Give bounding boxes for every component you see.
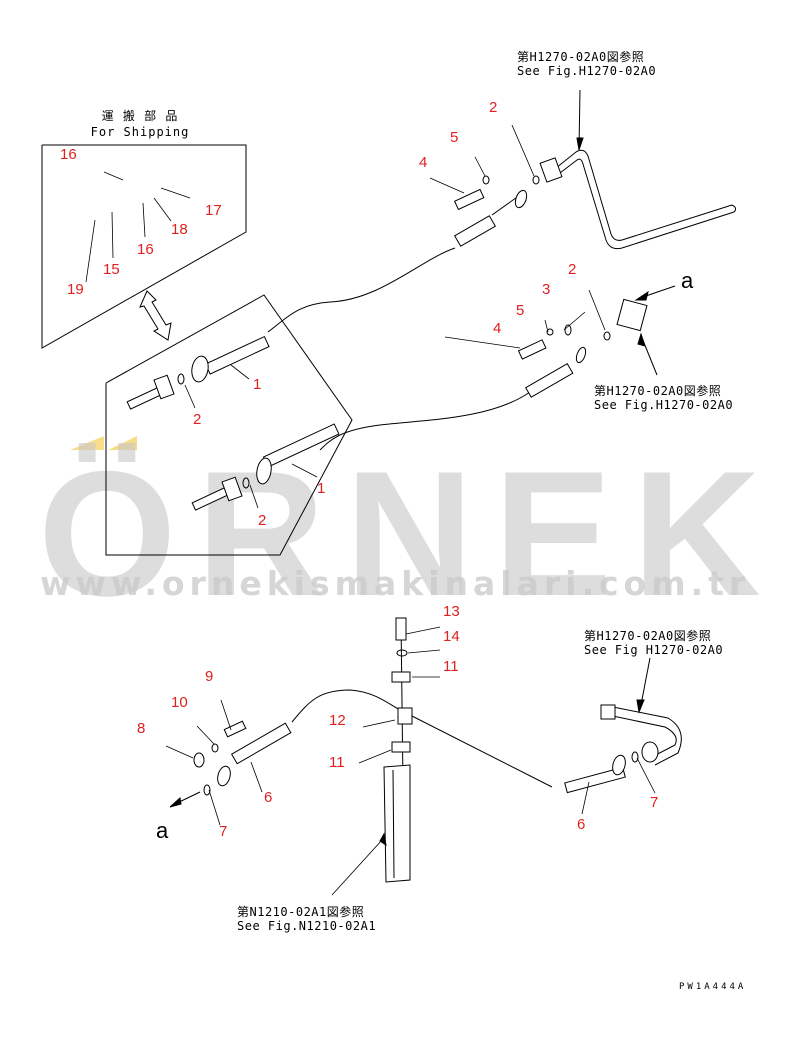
part-label-15: 15: [103, 261, 120, 278]
arrow-label-a-left: a: [156, 818, 169, 843]
figure-reference-bottom: 第N1210-02A1図参照 See Fig.N1210-02A1: [237, 905, 377, 933]
part-label-3: 3: [542, 281, 551, 298]
part-label-1: 1: [317, 480, 326, 497]
part-label-5: 5: [516, 302, 525, 319]
part-label-13: 13: [443, 603, 460, 620]
part-label-6: 6: [264, 789, 273, 806]
fitting-lower-right: [600, 704, 616, 720]
part-label-14: 14: [443, 628, 460, 645]
part-label-11: 11: [329, 754, 345, 771]
bolt-4-top: [453, 188, 485, 211]
part-label-4: 4: [493, 320, 502, 337]
watermark-brand: ÖRNEK: [38, 434, 781, 633]
part-label-8: 8: [137, 720, 146, 737]
part-label-17: 17: [205, 202, 222, 219]
pipe-top-right: [539, 149, 737, 250]
part-label-12: 12: [329, 712, 346, 729]
bracket: [383, 764, 411, 883]
part-label-18: 18: [171, 221, 188, 238]
part-label-7: 7: [650, 794, 659, 811]
part-label-2: 2: [193, 411, 202, 428]
drawing-code: PW1A444A: [679, 982, 747, 992]
part-label-19: 19: [67, 281, 84, 298]
hose-upper: [267, 247, 456, 333]
block-fitting: [616, 298, 648, 332]
part-label-9: 9: [205, 668, 214, 685]
watermark-url: www.ornekismakinalari.com.tr: [40, 564, 751, 603]
part-label-5: 5: [450, 129, 459, 146]
part-label-6: 6: [577, 816, 586, 833]
arrow-label-a-right: a: [681, 268, 694, 293]
part-label-7: 7: [219, 823, 228, 840]
hose-lower: [291, 689, 553, 788]
shipping-box-title: 運 搬 部 品 For Shipping: [80, 108, 200, 140]
figure-reference-right: 第H1270-02A0図参照 See Fig.H1270-02A0: [594, 384, 734, 412]
leader-lines: [85, 124, 656, 896]
part-label-16: 16: [60, 146, 77, 163]
figure-reference-top: 第H1270-02A0図参照 See Fig.H1270-02A0: [517, 50, 657, 78]
part-label-4: 4: [419, 154, 428, 171]
part-label-2: 2: [568, 261, 577, 278]
part-label-1: 1: [253, 376, 262, 393]
shipping-title-jp: 運 搬 部 品: [101, 109, 179, 123]
shipping-box-outline: [41, 144, 247, 349]
hose-upper-sleeve: [453, 215, 497, 247]
detail-box-outline: [105, 294, 353, 556]
shipping-title-en: For Shipping: [90, 125, 190, 139]
bolt-axis: [400, 619, 404, 786]
part-label-10: 10: [171, 694, 188, 711]
double-arrow-icon: [139, 290, 172, 341]
hose-middle: [319, 391, 531, 451]
part-label-11: 11: [443, 658, 459, 675]
figure-reference-lower-right: 第H1270-02A0図参照 See Fig H1270-02A0: [584, 629, 724, 657]
part-label-2: 2: [258, 512, 267, 529]
part-label-16: 16: [137, 241, 154, 258]
part-label-2: 2: [489, 99, 498, 116]
